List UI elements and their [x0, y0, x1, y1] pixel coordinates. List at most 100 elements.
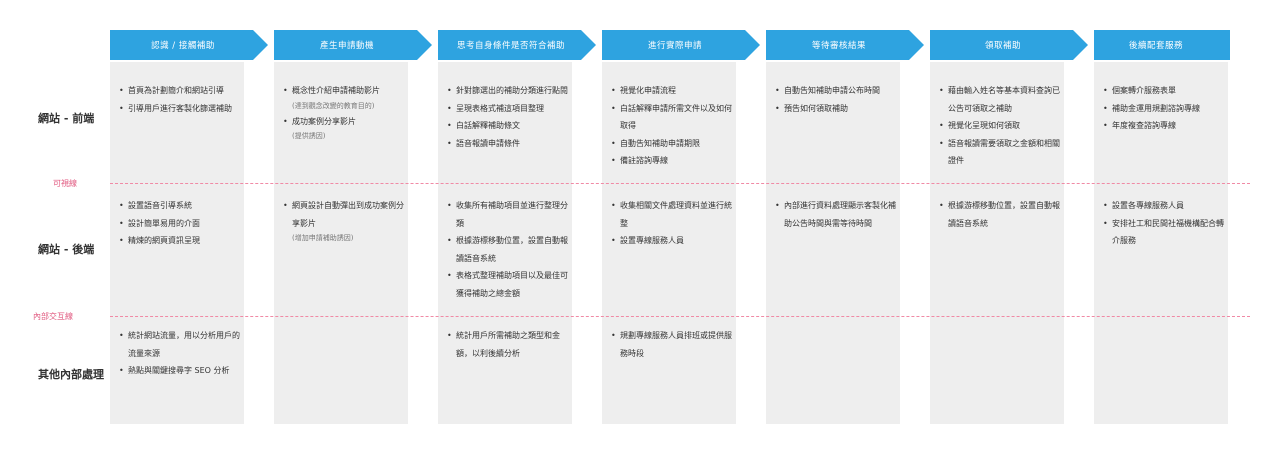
list-item: 規劃專線服務人員排班或提供服務時段 — [610, 327, 734, 362]
list-item: 藉由輸入姓名等基本資料查詢已公告可領取之補助 — [938, 82, 1062, 117]
item-text: 白話解釋補助條文 — [456, 121, 520, 130]
cell-back-6: 根據游標移動位置，設置自動報讀語音系統 — [938, 197, 1062, 232]
cell-list: 自動告知補助申請公布時間預告如何領取補助 — [774, 82, 898, 117]
cell-list: 設置各專線服務人員安排社工和民間社福機構配合轉介服務 — [1102, 197, 1226, 250]
cell-back-5: 內部進行資料處理顯示客製化補助公告時間與需等待時間 — [774, 197, 898, 232]
cell-list: 視覺化申請流程白話解釋申請所需文件以及如何取得自動告知補助申請期限備註諮詢專線 — [610, 82, 734, 170]
cell-list: 規劃專線服務人員排班或提供服務時段 — [610, 327, 734, 362]
item-text: 視覺化申請流程 — [620, 86, 676, 95]
cell-list: 網頁設計自動彈出到成功案例分享影片(增加申請補助誘因) — [282, 197, 406, 245]
list-item: 精煉的網頁資訊呈現 — [118, 232, 242, 250]
list-item: 自動告知補助申請期限 — [610, 135, 734, 153]
list-item: 統計網站流量，用以分析用戶的流量來源 — [118, 327, 242, 362]
list-item: 根據游標移動位置，設置自動報讀語音系統 — [938, 197, 1062, 232]
list-item: 安排社工和民間社福機構配合轉介服務 — [1102, 215, 1226, 250]
list-item: 首頁為計劃簡介和網站引導 — [118, 82, 242, 100]
cell-front-7: 個案轉介服務表單補助金運用規劃諮詢專線年度複查諮詢專線 — [1102, 82, 1226, 135]
item-text: 藉由輸入姓名等基本資料查詢已公告可領取之補助 — [948, 86, 1060, 113]
list-item: 預告如何領取補助 — [774, 100, 898, 118]
list-item: 收集相關文件處理資料並進行統整 — [610, 197, 734, 232]
row-label-internal: 其他內部處理 — [38, 368, 104, 381]
cell-list: 針對篩選出的補助分類進行點閱呈現表格式補這項目整理白話解釋補助條文語音報讀申請條… — [446, 82, 570, 152]
cell-front-1: 首頁為計劃簡介和網站引導引導用戶進行客製化篩選補助 — [118, 82, 242, 117]
list-item: 網頁設計自動彈出到成功案例分享影片(增加申請補助誘因) — [282, 197, 406, 245]
item-text: 根據游標移動位置，設置自動報讀語音系統 — [948, 201, 1060, 228]
cell-list: 首頁為計劃簡介和網站引導引導用戶進行客製化篩選補助 — [118, 82, 242, 117]
item-text: 白話解釋申請所需文件以及如何取得 — [620, 103, 732, 131]
item-text: 針對篩選出的補助分類進行點閱 — [456, 86, 568, 95]
item-text: 內部進行資料處理顯示客製化補助公告時間與需等待時間 — [784, 201, 896, 228]
list-item: 成功案例分享影片(提供誘因) — [282, 113, 406, 144]
cell-list: 內部進行資料處理顯示客製化補助公告時間與需等待時間 — [774, 197, 898, 232]
list-item: 白話解釋申請所需文件以及如何取得 — [610, 100, 734, 135]
item-text: 補助金運用規劃諮詢專線 — [1112, 103, 1200, 113]
list-item: 補助金運用規劃諮詢專線 — [1102, 100, 1226, 118]
list-item: 熱點與關鍵搜尋字 SEO 分析 — [118, 362, 242, 380]
item-text: 設置語音引導系統 — [128, 201, 192, 210]
item-text: 首頁為計劃簡介和網站引導 — [128, 86, 224, 95]
cell-list: 收集相關文件處理資料並進行統整設置專線服務人員 — [610, 197, 734, 250]
item-text: 自動告知補助申請期限 — [620, 138, 700, 148]
item-text: 個案轉介服務表單 — [1112, 86, 1176, 95]
stage-header-1: 認識 / 接觸補助 — [110, 30, 268, 60]
list-item: 年度複查諮詢專線 — [1102, 117, 1226, 135]
list-item: 語音報讀需要領取之金額和相關證件 — [938, 135, 1062, 170]
item-text: 備註諮詢專線 — [620, 156, 668, 165]
line-of-internal-interaction — [110, 316, 1250, 317]
item-text: 設置專線服務人員 — [620, 236, 684, 245]
stage-header-2: 產生申請動機 — [274, 30, 432, 60]
item-text: 熱點與關鍵搜尋字 SEO 分析 — [128, 366, 230, 375]
list-item: 統計用戶所需補助之類型和金額，以利後續分析 — [446, 327, 570, 362]
list-item: 設置各專線服務人員 — [1102, 197, 1226, 215]
cell-back-1: 設置語音引導系統設計簡單易用的介面精煉的網頁資訊呈現 — [118, 197, 242, 250]
cell-internal-1: 統計網站流量，用以分析用戶的流量來源熱點與關鍵搜尋字 SEO 分析 — [118, 327, 242, 380]
item-text: 精煉的網頁資訊呈現 — [128, 236, 200, 245]
item-text: 網頁設計自動彈出到成功案例分享影片 — [292, 201, 404, 228]
item-text: 成功案例分享影片 — [292, 116, 356, 126]
item-text: 設計簡單易用的介面 — [128, 218, 200, 228]
item-text: 表格式整理補助項目以及最佳可獲得補助之總金額 — [456, 271, 568, 298]
list-item: 根據游標移動位置，設置自動報讀語音系統 — [446, 232, 570, 267]
list-item: 表格式整理補助項目以及最佳可獲得補助之總金額 — [446, 267, 570, 302]
list-item: 呈現表格式補這項目整理 — [446, 100, 570, 118]
stage-header-4: 進行實際申請 — [602, 30, 760, 60]
cell-internal-3: 統計用戶所需補助之類型和金額，以利後續分析 — [446, 327, 570, 362]
cell-back-4: 收集相關文件處理資料並進行統整設置專線服務人員 — [610, 197, 734, 250]
item-note: (達到觀念改變的教育目的) — [292, 101, 375, 110]
list-item: 視覺化申請流程 — [610, 82, 734, 100]
line-of-internal-interaction-label: 內部交互線 — [33, 312, 73, 321]
cell-list: 統計用戶所需補助之類型和金額，以利後續分析 — [446, 327, 570, 362]
line-of-visibility — [110, 183, 1250, 184]
list-item: 設置語音引導系統 — [118, 197, 242, 215]
cell-list: 藉由輸入姓名等基本資料查詢已公告可領取之補助視覺化呈現如何領取語音報讀需要領取之… — [938, 82, 1062, 170]
cell-front-6: 藉由輸入姓名等基本資料查詢已公告可領取之補助視覺化呈現如何領取語音報讀需要領取之… — [938, 82, 1062, 170]
stage-header-6: 領取補助 — [930, 30, 1088, 60]
list-item: 設置專線服務人員 — [610, 232, 734, 250]
row-label-back: 網站 - 後端 — [38, 243, 95, 256]
cell-front-3: 針對篩選出的補助分類進行點閱呈現表格式補這項目整理白話解釋補助條文語音報讀申請條… — [446, 82, 570, 152]
item-text: 概念性介紹申請補助影片 — [292, 86, 380, 95]
list-item: 視覺化呈現如何領取 — [938, 117, 1062, 135]
row-label-front: 網站 - 前端 — [38, 112, 95, 125]
list-item: 引導用戶進行客製化篩選補助 — [118, 100, 242, 118]
list-item: 自動告知補助申請公布時間 — [774, 82, 898, 100]
stage-header-5: 等待審核結果 — [766, 30, 924, 60]
list-item: 概念性介紹申請補助影片 (達到觀念改變的教育目的) — [282, 82, 406, 113]
item-text: 自動告知補助申請公布時間 — [784, 86, 880, 95]
list-item: 語音報讀申請條件 — [446, 135, 570, 153]
stage-header-7: 後續配套服務 — [1094, 30, 1230, 60]
cell-list: 統計網站流量，用以分析用戶的流量來源熱點與關鍵搜尋字 SEO 分析 — [118, 327, 242, 380]
cell-front-2: 概念性介紹申請補助影片 (達到觀念改變的教育目的) 成功案例分享影片(提供誘因) — [282, 82, 406, 143]
cell-list: 個案轉介服務表單補助金運用規劃諮詢專線年度複查諮詢專線 — [1102, 82, 1226, 135]
item-text: 視覺化呈現如何領取 — [948, 121, 1020, 130]
stage-header-3: 思考自身條件是否符合補助 — [438, 30, 596, 60]
item-text: 預告如何領取補助 — [784, 103, 848, 113]
item-text: 規劃專線服務人員排班或提供服務時段 — [620, 331, 732, 358]
list-item: 個案轉介服務表單 — [1102, 82, 1226, 100]
stage-column-5 — [766, 62, 900, 424]
cell-internal-4: 規劃專線服務人員排班或提供服務時段 — [610, 327, 734, 362]
item-text: 收集所有補助項目並進行整理分類 — [456, 201, 568, 228]
line-of-visibility-label: 可視線 — [53, 179, 77, 188]
stage-headers: 認識 / 接觸補助產生申請動機思考自身條件是否符合補助進行實際申請等待審核結果領… — [110, 30, 1230, 60]
item-text: 語音報讀申請條件 — [456, 138, 520, 148]
